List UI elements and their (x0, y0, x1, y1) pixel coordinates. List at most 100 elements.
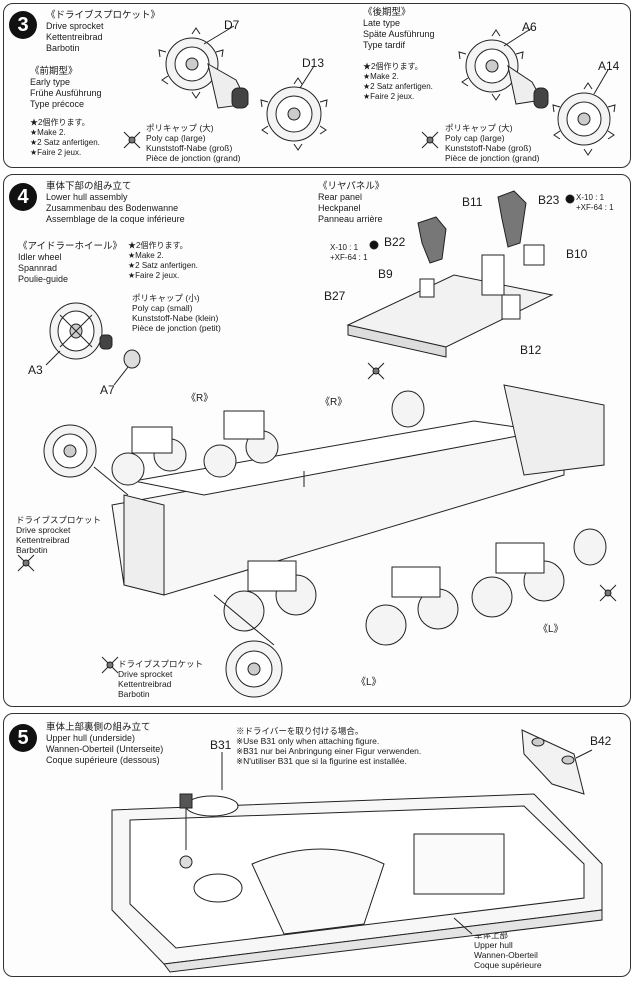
drive-sprocket-bottom-drawing (225, 640, 283, 698)
idler-de: Spannrad (18, 263, 58, 273)
polycap-small-drawing (99, 334, 113, 350)
step5-title-en: Upper hull (underside) (46, 733, 136, 743)
lower-hull-drawing (111, 384, 605, 596)
side-label-r-2: 《R》 (320, 397, 348, 408)
screw-icon (599, 584, 617, 602)
step3-polycap-right: ポリキャップ (大) Poly cap (large) Kunststoff-N… (445, 123, 540, 163)
early-make-fr: ★Faire 2 jeux. (30, 148, 82, 157)
part-b31-drawing (179, 793, 239, 869)
bogie-l-mid-drawing (365, 566, 459, 646)
drive-sprocket-left-drawing (43, 424, 97, 478)
upper-hull-fr: Coque supérieure (474, 960, 542, 970)
step3-title-fr: Barbotin (46, 43, 80, 53)
step4-title: 車体下部の組み立て Lower hull assembly Zusammenba… (46, 181, 185, 225)
step4-polycap-small: ポリキャップ (小) Poly cap (small) Kunststoff-N… (132, 293, 221, 333)
sprocket-bottom-de: Kettentreibrad (118, 679, 172, 689)
late-type-fr: Type tardif (363, 40, 406, 50)
early-type-de: Frühe Ausführung (30, 88, 102, 98)
screw-icon (421, 131, 439, 149)
bogie-l-front-drawing (223, 560, 317, 632)
polycap-right-drawing (533, 87, 549, 109)
idler-fr: Poulie-guide (18, 274, 69, 284)
bogie-r-2-drawing (203, 410, 279, 478)
part-b11-drawing (481, 254, 505, 296)
hull-rear-plate (503, 384, 605, 476)
polycap-left-fr: Pièce de jonction (grand) (146, 153, 241, 163)
paint-mix-b22: X-10 : 1 +XF-64 : 1 (330, 243, 368, 263)
polycap-small-fr: Pièce de jonction (petit) (132, 323, 221, 333)
part-b10-drawing (523, 244, 545, 266)
polycap-left-jp: ポリキャップ (大) (146, 123, 214, 133)
part-label-d7: D7 (224, 18, 240, 32)
sprocket-left-fr: Barbotin (16, 545, 48, 555)
bogie-l-rear-drawing (471, 542, 565, 618)
polycap-right-de: Kunststoff-Nabe (groß) (445, 143, 532, 153)
part-b42-drawing (521, 729, 585, 795)
part-b22-drawing (417, 216, 447, 264)
paint-b23-line1: X-10 : 1 (576, 193, 605, 202)
step-number-4: 4 (9, 183, 37, 211)
rear-panel-de: Heckpanel (318, 203, 361, 213)
polycap-left-de: Kunststoff-Nabe (groß) (146, 143, 233, 153)
sprocket-bottom-fr: Barbotin (118, 689, 150, 699)
late-type-de: Späte Ausführung (363, 29, 435, 39)
step3-drawing (123, 25, 616, 156)
part-label-b27: B27 (324, 289, 346, 303)
step-5-panel: 5 車体上部裏側の組み立て Upper hull (underside) Wan… (3, 713, 631, 977)
step3-late-make: ★2個作ります。 ★Make 2. ★2 Satz anfertigen. ★F… (363, 62, 433, 102)
screw-icon (17, 554, 35, 572)
sprocket-d13-drawing (260, 77, 328, 151)
early-type-en: Early type (30, 77, 71, 87)
step-4-panel: 4 車体下部の組み立て Lower hull assembly Zusammen… (3, 174, 631, 707)
part-label-a6: A6 (522, 20, 537, 34)
part-label-a7: A7 (100, 383, 115, 397)
sprocket-left-jp: ドライブスプロケット (16, 515, 102, 525)
bogie-r-1-drawing (111, 426, 187, 486)
part-label-b12: B12 (520, 343, 542, 357)
step4-title-en: Lower hull assembly (46, 192, 128, 202)
idler-make-de: ★2 Satz anfertigen. (128, 261, 198, 270)
polycap-left-drawing (231, 87, 249, 109)
upper-hull-drawing (111, 793, 603, 973)
part-b9-drawing (419, 278, 435, 298)
note-fr: ※N'utiliser B31 que si la figurine est i… (236, 756, 407, 766)
sprocket-left-en: Drive sprocket (16, 525, 71, 535)
part-label-b9: B9 (378, 267, 393, 281)
part-label-b42: B42 (590, 734, 612, 748)
late-type-en: Late type (363, 18, 401, 28)
step-number-3: 3 (9, 11, 37, 39)
step-3-panel: 3 《ドライブスプロケット》 Drive sprocket Kettentrei… (3, 3, 631, 168)
sprocket-bottom-en: Drive sprocket (118, 669, 173, 679)
note-de: ※B31 nur bei Anbringung einer Figur verw… (236, 746, 422, 756)
early-make-jp: ★2個作ります。 (30, 118, 90, 127)
sprocket-left-de: Kettentreibrad (16, 535, 70, 545)
polycap-small-jp: ポリキャップ (小) (132, 293, 200, 303)
step5-upper-hull: 車体上部 Upper hull Wannen-Oberteil Coque su… (474, 930, 542, 970)
idler-wheel-drawing (49, 302, 103, 360)
step4-sprocket-bottom: ドライブスプロケット Drive sprocket Kettentreibrad… (118, 659, 203, 699)
step5-title-de: Wannen-Oberteil (Unterseite) (46, 744, 164, 754)
upper-hull-de: Wannen-Oberteil (474, 950, 538, 960)
part-label-b11: B11 (462, 195, 483, 209)
sprocket-bottom-jp: ドライブスプロケット (118, 659, 204, 669)
step4-idler: 《アイドラーホイール》 Idler wheel Spannrad Poulie-… (18, 241, 122, 285)
late-type-jp: 《後期型》 (363, 7, 411, 18)
late-make-fr: ★Faire 2 jeux. (363, 92, 415, 101)
step3-title: 《ドライブスプロケット》 Drive sprocket Kettentreibr… (46, 10, 160, 54)
rear-panel-fr: Panneau arrière (318, 214, 383, 224)
idler-en: Idler wheel (18, 252, 62, 262)
upper-hull-en: Upper hull (474, 940, 513, 950)
sprocket-a14-drawing (552, 82, 616, 156)
step5-title: 車体上部裏側の組み立て Upper hull (underside) Wanne… (46, 722, 163, 766)
polycap-small-de: Kunststoff-Nabe (klein) (132, 313, 219, 323)
part-b23-drawing (497, 190, 527, 248)
step5-title-fr: Coque supérieure (dessous) (46, 755, 160, 765)
rear-panel-en: Rear panel (318, 192, 363, 202)
step3-late-type: 《後期型》 Late type Späte Ausführung Type ta… (363, 7, 435, 51)
late-make-de: ★2 Satz anfertigen. (363, 82, 433, 91)
step3-early-type: 《前期型》 Early type Frühe Ausführung Type p… (30, 66, 102, 110)
idler-jp: 《アイドラーホイール》 (18, 241, 123, 252)
step3-title-en: Drive sprocket (46, 21, 104, 31)
part-a7-drawing (123, 349, 141, 369)
step5-note: ※ドライバーを取り付ける場合。 ※Use B31 only when attac… (236, 726, 421, 766)
